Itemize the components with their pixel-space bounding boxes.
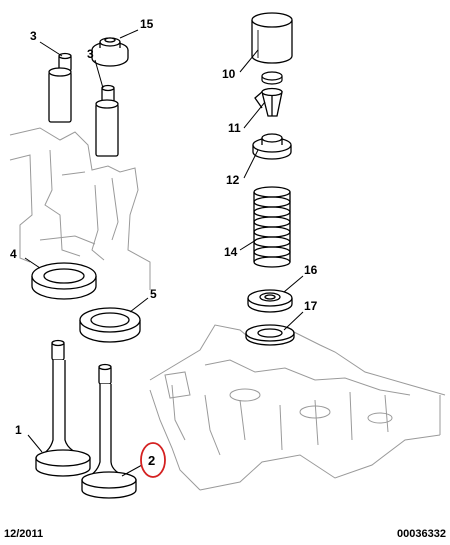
- bucket-10: [251, 12, 293, 64]
- callout-16: 16: [304, 263, 318, 277]
- spring-retainer-12: [252, 133, 292, 160]
- valve-seat-ring-4: [31, 262, 97, 300]
- footer-reference: 00036332: [397, 528, 446, 540]
- highlight-callout-2[interactable]: 2: [140, 442, 166, 478]
- callout-14: 14: [224, 245, 238, 259]
- callout-17: 17: [304, 299, 318, 313]
- callout-5: 5: [150, 287, 157, 301]
- valve-collets-11: [254, 87, 283, 117]
- callout-3b: 3: [87, 47, 94, 61]
- highlight-ring: [140, 442, 166, 478]
- stem-seal-16: [247, 289, 293, 313]
- valve-seat-ring-5: [79, 307, 141, 343]
- valve-cap: [91, 37, 129, 67]
- callout-2: 2: [148, 453, 155, 468]
- cylinder-head-casting-ghost: [149, 324, 446, 491]
- callout-4: 4: [10, 247, 17, 261]
- callout-15: 15: [140, 17, 154, 31]
- valve-spring-14: [253, 186, 291, 268]
- callout-11: 11: [228, 121, 241, 135]
- cylinder-head-section-ghost: [9, 127, 151, 290]
- valve-2: [81, 363, 137, 499]
- shim-10: [261, 71, 283, 85]
- valve-tappet-right: [95, 84, 119, 157]
- callout-10: 10: [222, 67, 236, 81]
- valve-1: [35, 339, 91, 477]
- callout-12: 12: [226, 173, 240, 187]
- valve-tappet-left: [48, 52, 72, 123]
- callout-3a: 3: [30, 29, 37, 43]
- footer-date: 12/2011: [4, 528, 44, 540]
- leader-lines: [24, 29, 304, 477]
- spring-seat-washer-17: [245, 324, 295, 346]
- callout-labels: 3 15 3 4 5 1 10 11 12 14 16 17: [10, 17, 318, 437]
- callout-1: 1: [15, 423, 22, 437]
